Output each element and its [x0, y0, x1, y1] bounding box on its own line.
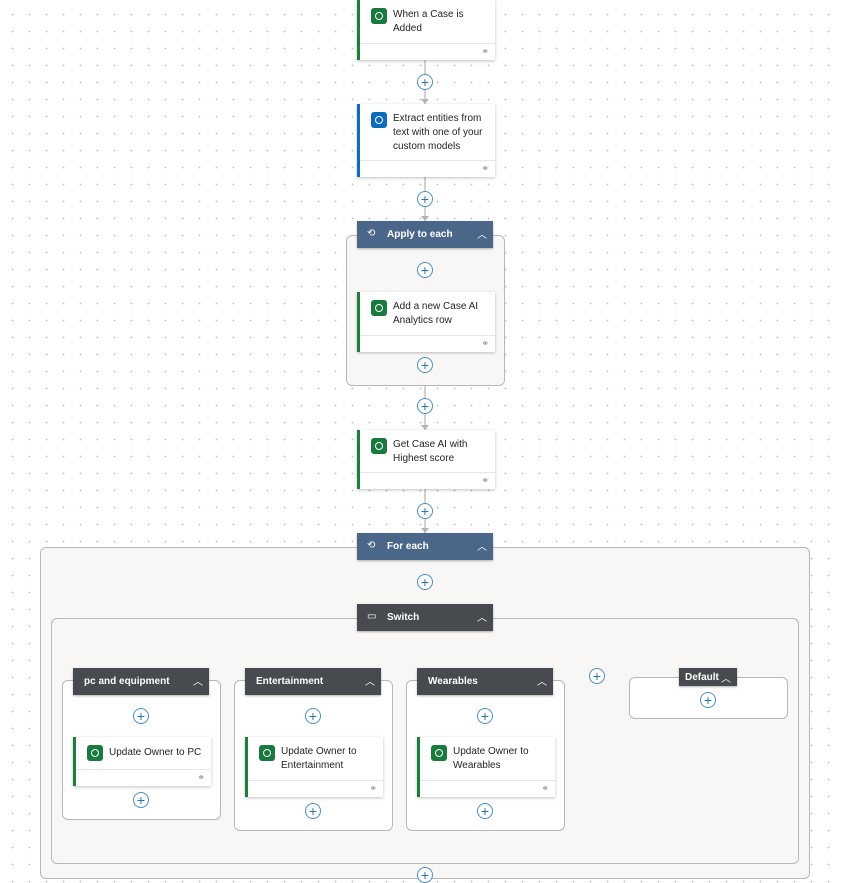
add-step-button[interactable]: +	[417, 262, 433, 278]
dataverse-icon	[259, 745, 275, 761]
dataverse-icon	[87, 745, 103, 761]
for-each-title: For each	[387, 541, 429, 552]
add-step-button[interactable]: +	[417, 74, 433, 90]
add-step-button[interactable]: +	[133, 708, 149, 724]
dataverse-icon	[431, 745, 447, 761]
loop-icon: ⟲	[367, 228, 376, 239]
link-icon: ⚭	[197, 772, 205, 782]
update-owner-pc-card[interactable]: Update Owner to PC ⚭	[73, 737, 211, 786]
add-step-button[interactable]: +	[417, 503, 433, 519]
add-step-button[interactable]: +	[700, 692, 716, 708]
chevron-up-icon[interactable]: ︿	[721, 674, 731, 685]
get-case-ai-label: Get Case AI with Highest score	[393, 439, 468, 464]
default-header[interactable]: Default ︿	[679, 668, 737, 686]
case-header-entertainment[interactable]: Entertainment ︿	[245, 668, 381, 695]
chevron-up-icon[interactable]: ︿	[477, 613, 487, 624]
link-icon: ⚭	[369, 783, 377, 793]
add-step-button[interactable]: +	[133, 792, 149, 808]
switch-header[interactable]: ▭ Switch ︿	[357, 604, 493, 631]
for-each-header[interactable]: ⟲ For each ︿	[357, 533, 493, 560]
link-icon: ⚭	[481, 46, 489, 56]
link-icon: ⚭	[481, 163, 489, 173]
add-step-button[interactable]: +	[417, 574, 433, 590]
link-icon: ⚭	[541, 783, 549, 793]
dataverse-icon	[371, 8, 387, 24]
add-case-button[interactable]: +	[589, 668, 605, 684]
chevron-up-icon[interactable]: ︿	[365, 677, 375, 688]
link-icon: ⚭	[481, 338, 489, 348]
add-step-button[interactable]: +	[305, 803, 321, 819]
ai-builder-icon	[371, 112, 387, 128]
add-step-button[interactable]: +	[417, 357, 433, 373]
add-step-button[interactable]: +	[417, 398, 433, 414]
default-title: Default	[685, 672, 719, 683]
add-step-button[interactable]: +	[477, 803, 493, 819]
apply-to-each-title: Apply to each	[387, 229, 453, 240]
add-step-button[interactable]: +	[417, 867, 433, 883]
case-title: Wearables	[428, 676, 478, 687]
chevron-up-icon[interactable]: ︿	[477, 542, 487, 553]
switch-title: Switch	[387, 612, 420, 623]
trigger-card-label: When a Case is Added	[393, 9, 464, 34]
case-header-wearables[interactable]: Wearables ︿	[417, 668, 553, 695]
extract-entities-card[interactable]: Extract entities from text with one of y…	[357, 104, 495, 177]
case-title: Entertainment	[256, 676, 324, 687]
update-owner-entertainment-card[interactable]: Update Owner to Entertainment ⚭	[245, 737, 383, 797]
case-title: pc and equipment	[84, 676, 170, 687]
add-step-button[interactable]: +	[477, 708, 493, 724]
link-icon: ⚭	[481, 475, 489, 485]
trigger-card[interactable]: When a Case is Added ⚭	[357, 0, 495, 60]
chevron-up-icon[interactable]: ︿	[477, 230, 487, 241]
dataverse-icon	[371, 300, 387, 316]
update-owner-wearables-card[interactable]: Update Owner to Wearables ⚭	[417, 737, 555, 797]
update-owner-entertainment-label: Update Owner to Entertainment	[281, 746, 357, 771]
chevron-up-icon[interactable]: ︿	[537, 677, 547, 688]
switch-icon: ▭	[367, 611, 377, 622]
apply-to-each-header[interactable]: ⟲ Apply to each ︿	[357, 221, 493, 248]
dataverse-icon	[371, 438, 387, 454]
loop-icon: ⟲	[367, 540, 376, 551]
get-case-ai-card[interactable]: Get Case AI with Highest score ⚭	[357, 430, 495, 489]
add-step-button[interactable]: +	[417, 191, 433, 207]
add-step-button[interactable]: +	[305, 708, 321, 724]
extract-entities-label: Extract entities from text with one of y…	[393, 113, 483, 152]
add-case-ai-row-card[interactable]: Add a new Case AI Analytics row ⚭	[357, 292, 495, 352]
add-case-ai-row-label: Add a new Case AI Analytics row	[393, 301, 479, 326]
chevron-up-icon[interactable]: ︿	[193, 677, 203, 688]
case-header-pc[interactable]: pc and equipment ︿	[73, 668, 209, 695]
update-owner-pc-label: Update Owner to PC	[109, 747, 202, 758]
update-owner-wearables-label: Update Owner to Wearables	[453, 746, 529, 771]
